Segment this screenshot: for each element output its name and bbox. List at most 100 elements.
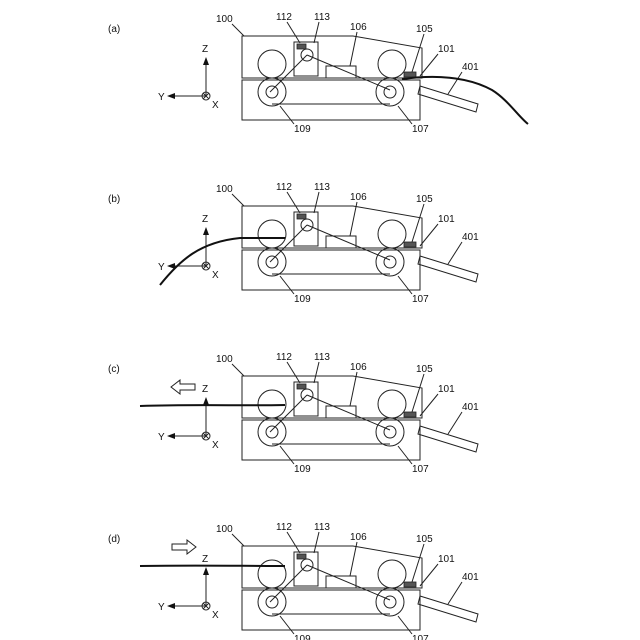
axis-triad: ZYX (158, 384, 219, 451)
block-106 (326, 236, 356, 248)
tray-401 (418, 596, 478, 622)
label-106: 106 (350, 362, 367, 373)
panel-a: (a) ZYX 100 112 113 106 105 101 401 109 107 (108, 12, 528, 135)
upper-housing (242, 546, 422, 588)
panel-label: (d) (108, 534, 120, 545)
belt-cross-right (307, 395, 390, 430)
sensor-105 (404, 582, 416, 587)
label-113: 113 (314, 352, 330, 363)
axis-x-label: X (212, 610, 219, 621)
upper-roller-left (258, 560, 286, 588)
label-401: 401 (462, 572, 479, 583)
label-101: 101 (438, 214, 455, 225)
label-101: 101 (438, 44, 455, 55)
label-109: 109 (294, 124, 311, 135)
axis-y-label: Y (158, 602, 165, 613)
upper-housing (242, 36, 422, 78)
label-401: 401 (462, 402, 479, 413)
label-112: 112 (276, 522, 292, 533)
label-112: 112 (276, 182, 292, 193)
roller-109 (258, 248, 286, 276)
label-401: 401 (462, 62, 479, 73)
tray-401 (418, 426, 478, 452)
label-106: 106 (350, 22, 367, 33)
panel-b: (b)ZYX100112113106105101401109107 (108, 182, 479, 305)
upper-roller-left (258, 390, 286, 418)
sensor-105 (404, 412, 416, 417)
upper-housing (242, 206, 422, 248)
belt-cross-right (307, 225, 390, 260)
sensor-105 (404, 72, 416, 77)
z-arrowhead (203, 397, 209, 405)
tray-401 (418, 86, 478, 112)
label-105: 105 (416, 194, 433, 205)
direction-left-arrow-icon (171, 380, 195, 394)
block-106 (326, 576, 356, 588)
label-100: 100 (216, 354, 233, 365)
z-arrowhead (203, 227, 209, 235)
lower-housing (242, 590, 420, 630)
label-100: 100 (216, 524, 233, 535)
roller-107 (376, 78, 404, 106)
axis-triad: ZYX (158, 214, 219, 281)
axis-z-label: Z (202, 384, 208, 395)
label-107: 107 (412, 464, 429, 475)
roller-109-hub (266, 426, 278, 438)
upper-roller-right (378, 220, 406, 248)
print-media (140, 405, 285, 406)
upper-housing (242, 376, 422, 418)
block-106 (326, 66, 356, 78)
label-113: 113 (314, 522, 330, 533)
belt-cross-left (270, 395, 307, 432)
z-arrowhead (203, 57, 209, 65)
axis-z-label: Z (202, 44, 208, 55)
label-107: 107 (412, 124, 429, 135)
sensor-112 (297, 384, 306, 389)
label-106: 106 (350, 192, 367, 203)
label-109: 109 (294, 634, 311, 640)
tray-401 (418, 256, 478, 282)
belt-cross-left (270, 55, 307, 92)
panel-c: (c)ZYX100112113106105101401109107 (108, 352, 479, 475)
sensor-112 (297, 44, 306, 49)
y-arrowhead (167, 93, 175, 99)
z-arrowhead (203, 567, 209, 575)
panel-label: (a) (108, 24, 120, 35)
label-107: 107 (412, 634, 429, 640)
label-107: 107 (412, 294, 429, 305)
y-arrowhead (167, 603, 175, 609)
axis-triad: ZYX (158, 44, 219, 111)
label-105: 105 (416, 364, 433, 375)
roller-109-hub (266, 596, 278, 608)
label-113: 113 (314, 182, 330, 193)
axis-y-label: Y (158, 262, 165, 273)
label-112: 112 (276, 12, 292, 23)
panel-label: (c) (108, 364, 120, 375)
y-arrowhead (167, 433, 175, 439)
roller-109-hub (266, 86, 278, 98)
label-113: 113 (314, 12, 330, 23)
upper-roller-right (378, 390, 406, 418)
lower-housing (242, 250, 420, 290)
axis-x-label: X (212, 270, 219, 281)
upper-roller-right (378, 560, 406, 588)
roller-109 (258, 78, 286, 106)
panel-d: (d)ZYX100112113106105101401109107 (108, 522, 479, 640)
roller-109 (258, 418, 286, 446)
axis-x-label: X (212, 440, 219, 451)
label-105: 105 (416, 24, 433, 35)
label-101: 101 (438, 384, 455, 395)
belt-cross-left (270, 565, 307, 602)
axis-x-label: X (212, 100, 219, 111)
belt-cross-left (270, 225, 307, 262)
direction-right-arrow-icon (172, 540, 196, 554)
roller-107 (376, 588, 404, 616)
label-100: 100 (216, 14, 233, 25)
roller-107 (376, 418, 404, 446)
roller-109 (258, 588, 286, 616)
sensor-112 (297, 554, 306, 559)
upper-roller-left (258, 50, 286, 78)
label-401: 401 (462, 232, 479, 243)
